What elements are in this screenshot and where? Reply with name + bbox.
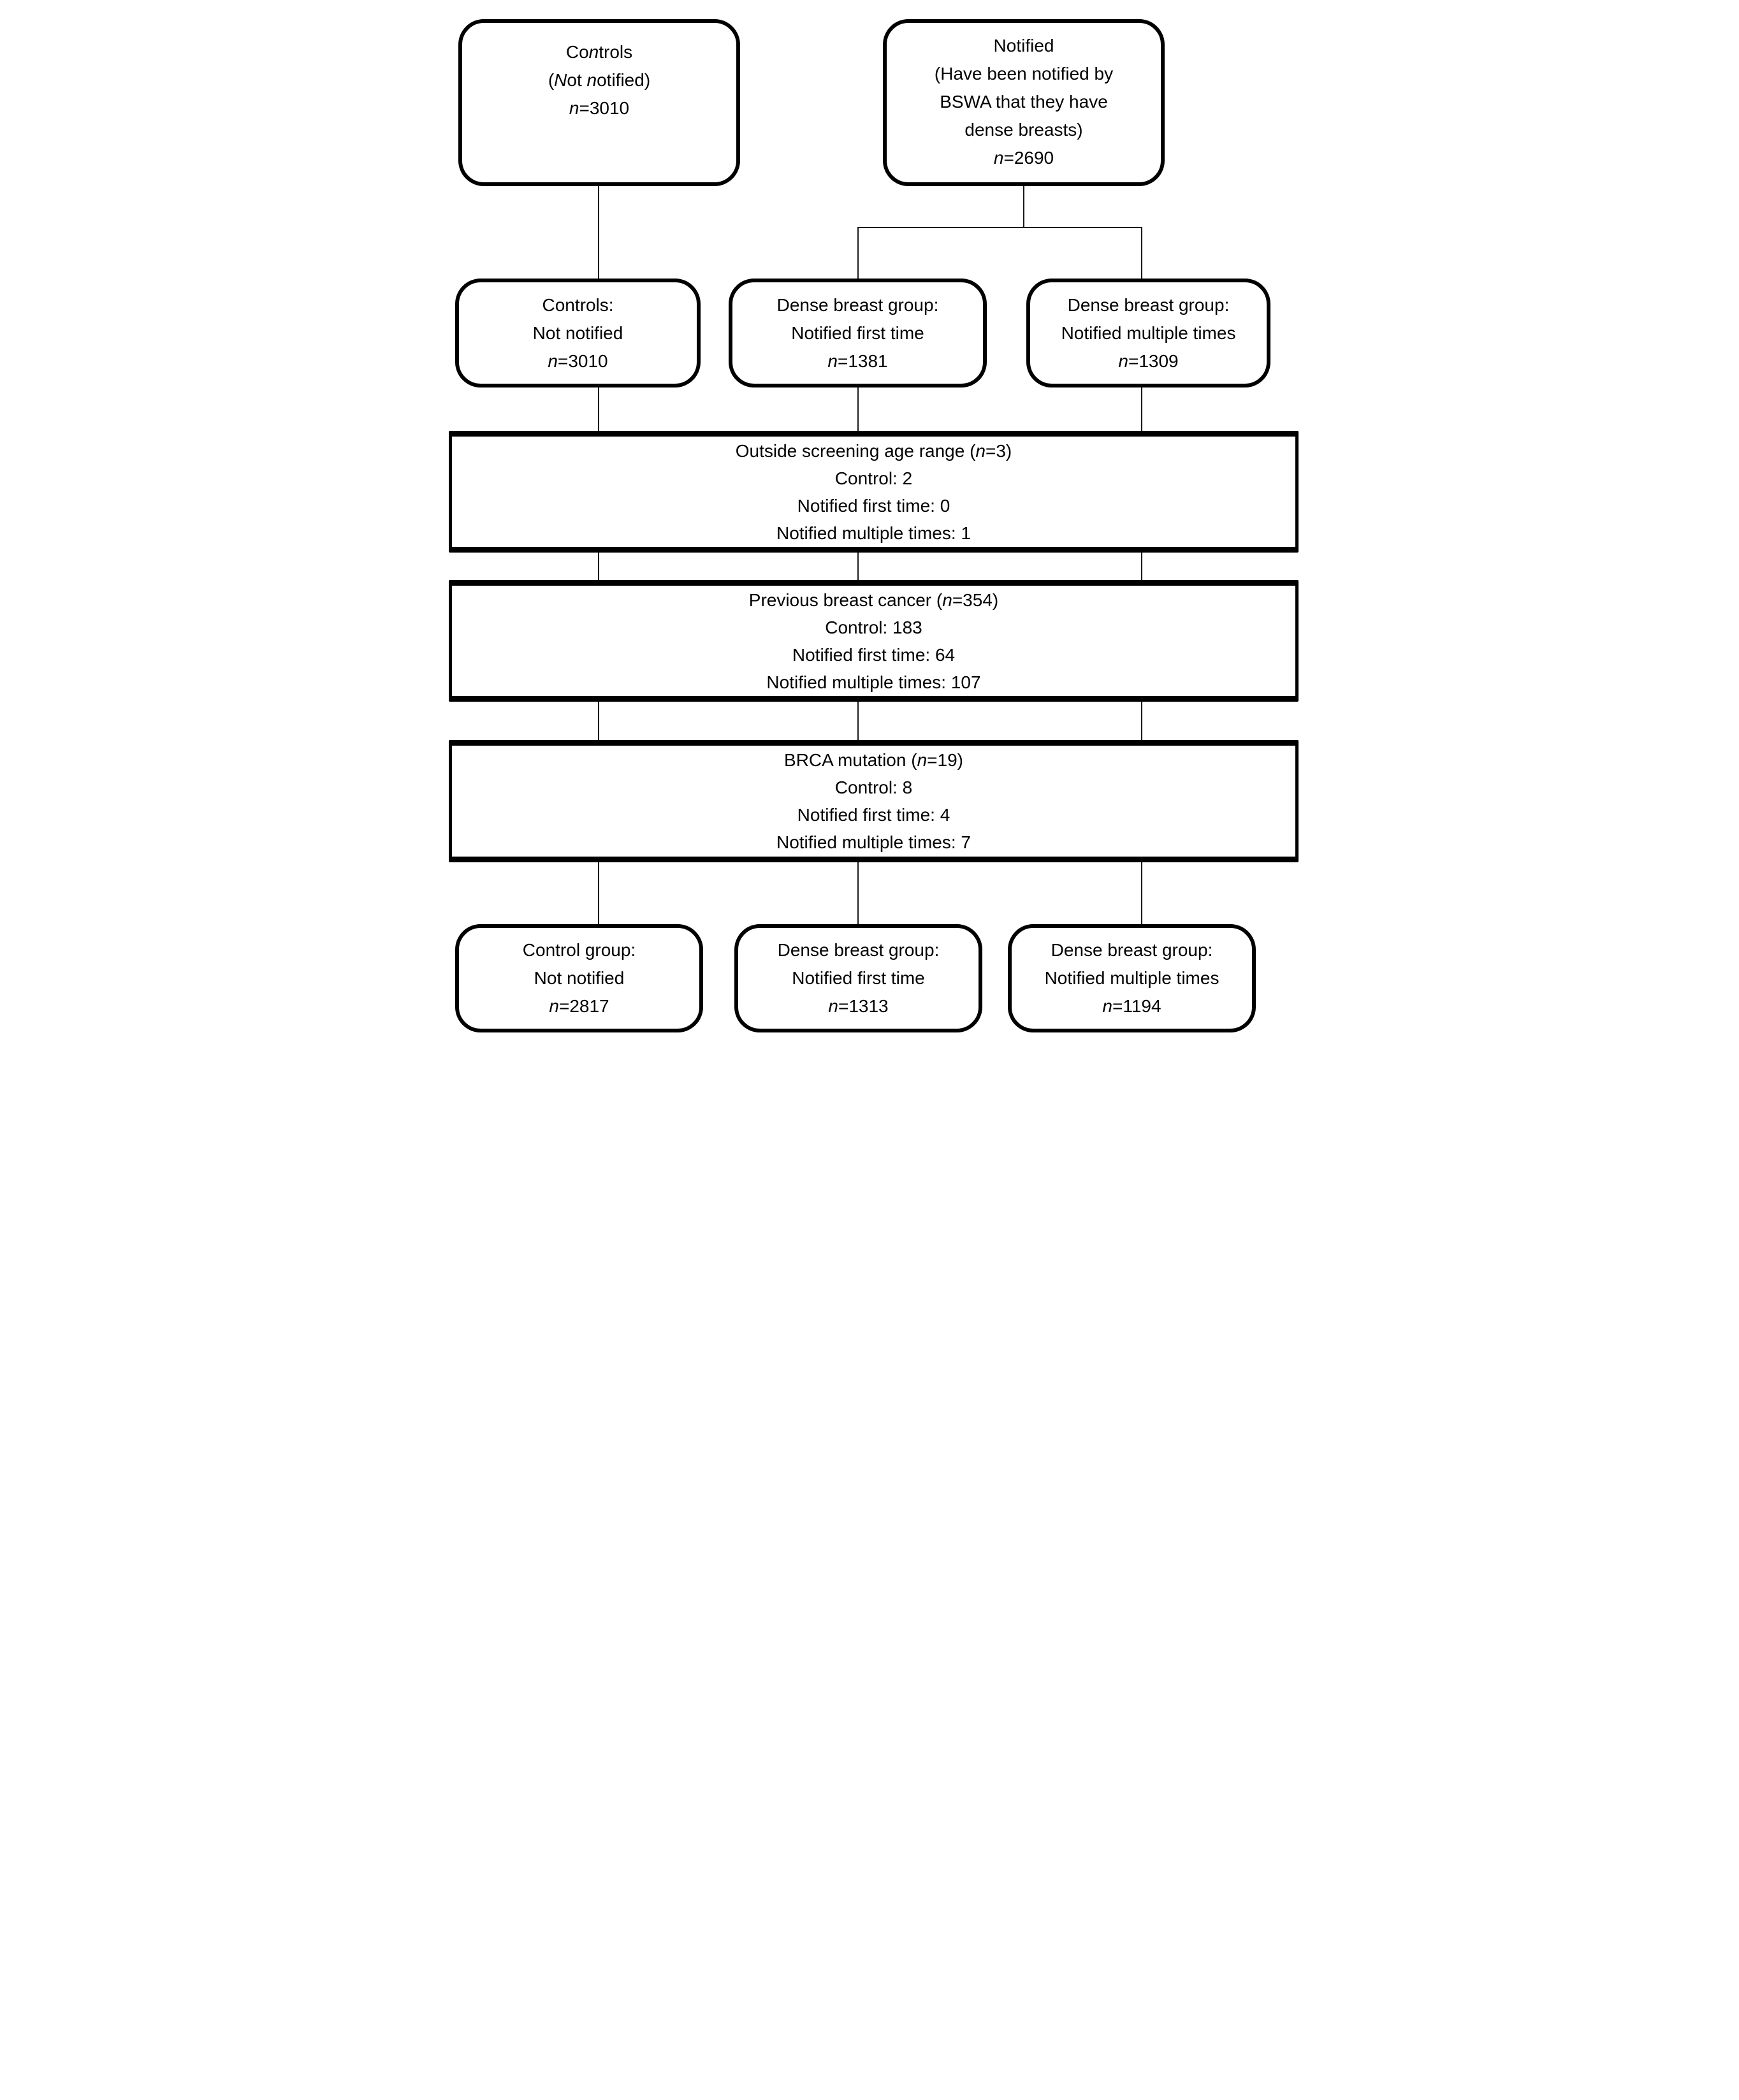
connector-col1-cancer-to-brca: [598, 702, 599, 740]
node-line: Notified first time: 4: [797, 805, 950, 825]
node-line: Notified multiple times: 1: [776, 523, 971, 543]
node-line: n=2817: [549, 996, 609, 1016]
node-controls-not-notified: Controls: Not notified n=3010: [455, 279, 701, 387]
node-line: BRCA mutation (n=19): [784, 750, 963, 770]
node-line: n=1313: [828, 996, 889, 1016]
connector-col1-age-to-cancer: [598, 553, 599, 580]
node-line: n=1309: [1118, 351, 1179, 371]
node-line: Notified multiple times: 7: [776, 832, 971, 852]
node-line: Outside screening age range (n=3): [735, 441, 1012, 461]
node-line: Previous breast cancer (n=354): [748, 590, 999, 610]
node-line: n=3010: [548, 351, 608, 371]
node-line: Controls:: [542, 295, 614, 315]
node-line: n=3010: [569, 98, 630, 118]
node-line: Controls: [565, 42, 633, 62]
node-line: n=1194: [1102, 996, 1161, 1016]
connector-col2-age-to-cancer: [857, 553, 859, 580]
connector-col2-cancer-to-brca: [857, 702, 859, 740]
node-line: Dense breast group:: [1067, 295, 1230, 315]
node-line: Dense breast group:: [777, 940, 940, 960]
node-dense-first-final: Dense breast group: Notified first time …: [734, 924, 982, 1032]
node-line: Notified multiple times: [1044, 968, 1219, 988]
node-line: Notified multiple times: [1061, 323, 1236, 343]
node-line: (Have been notified by: [934, 64, 1114, 83]
connector-col2-row2-to-age: [857, 387, 859, 431]
connector-col3-brca-to-final: [1141, 862, 1142, 924]
node-exclusion-previous-breast-cancer: Previous breast cancer (n=354) Control: …: [449, 580, 1299, 702]
node-line: n=2690: [993, 148, 1054, 168]
connector-split-left-drop: [857, 227, 859, 279]
connector-split-right-drop: [1141, 227, 1142, 279]
node-line: Control: 2: [834, 468, 913, 488]
node-exclusion-brca-mutation: BRCA mutation (n=19) Control: 8 Notified…: [449, 740, 1299, 862]
connector-col1-brca-to-final: [598, 862, 599, 924]
connector-col1-row2-to-age: [598, 387, 599, 431]
node-control-group-final: Control group: Not notified n=2817: [455, 924, 703, 1032]
connector-controls-to-row2: [598, 186, 599, 279]
connector-col2-brca-to-final: [857, 862, 859, 924]
node-exclusion-age-range: Outside screening age range (n=3) Contro…: [449, 431, 1299, 553]
node-line: Notified: [993, 36, 1054, 55]
connector-col3-row2-to-age: [1141, 387, 1142, 431]
node-notified-top: Notified (Have been notified by BSWA tha…: [883, 19, 1165, 186]
node-line: BSWA that they have: [940, 92, 1108, 112]
node-line: (Not notified): [548, 70, 651, 90]
node-line: dense breasts): [964, 120, 1083, 140]
node-line: Dense breast group:: [1051, 940, 1213, 960]
node-line: Notified first time: 0: [797, 496, 950, 516]
node-line: n=1381: [827, 351, 888, 371]
node-line: Not notified: [532, 323, 623, 343]
node-dense-notified-multiple: Dense breast group: Notified multiple ti…: [1026, 279, 1270, 387]
node-line: Notified first time: 64: [792, 645, 956, 665]
node-line: Control group:: [522, 940, 636, 960]
node-controls-top: Controls (Not notified) n=3010: [458, 19, 740, 186]
node-line: Control: 183: [825, 618, 922, 637]
node-line: Notified first time: [792, 968, 925, 988]
node-dense-multiple-final: Dense breast group: Notified multiple ti…: [1008, 924, 1256, 1032]
connector-notified-split: [857, 227, 1142, 228]
node-line: Not notified: [534, 968, 625, 988]
node-line: Notified first time: [791, 323, 924, 343]
node-line: Control: 8: [834, 778, 913, 797]
node-line: Dense breast group:: [776, 295, 939, 315]
node-line: Notified multiple times: 107: [766, 672, 981, 692]
connector-col3-cancer-to-brca: [1141, 702, 1142, 740]
flowchart-canvas: Controls (Not notified) n=3010 Notified …: [435, 0, 1304, 1050]
node-dense-notified-first: Dense breast group: Notified first time …: [729, 279, 987, 387]
connector-col3-age-to-cancer: [1141, 553, 1142, 580]
connector-notified-stem: [1023, 186, 1024, 227]
